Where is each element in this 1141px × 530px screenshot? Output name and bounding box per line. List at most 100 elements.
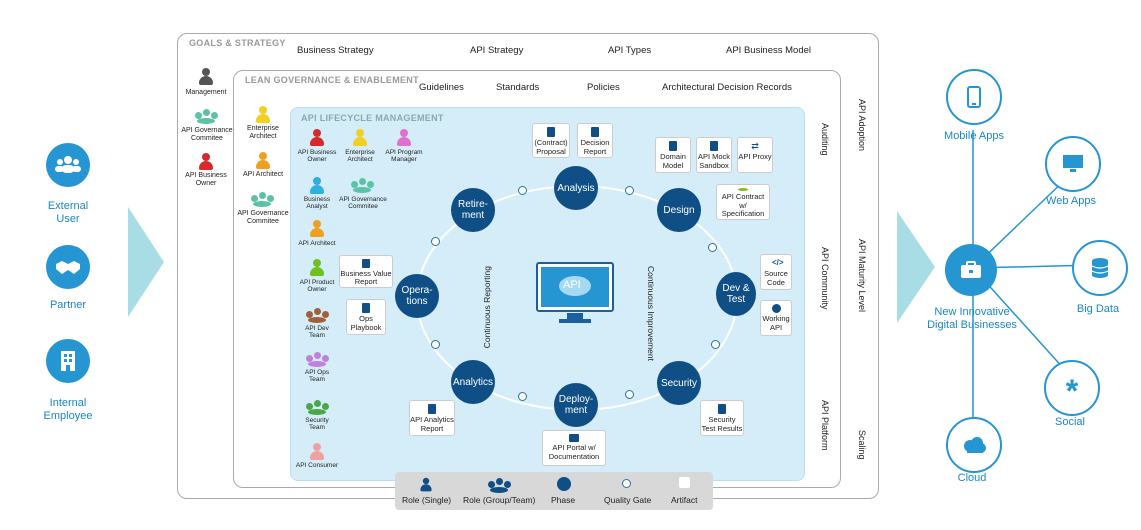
artifact-analytics-report: API Analytics Report <box>409 400 455 436</box>
gov-guidelines: Guidelines <box>419 82 464 93</box>
asterisk-icon: * <box>1065 373 1079 409</box>
legend-role-group-icon <box>488 478 511 494</box>
quality-gate-6 <box>518 392 527 401</box>
lc-ops-team-group <box>306 352 329 368</box>
lc-dev-team-label: API Dev Team <box>305 325 329 340</box>
governance-title: LEAN GOVERNANCE & ENABLEMENT <box>245 75 419 85</box>
legend-quality-gate: Quality Gate <box>604 495 652 505</box>
social-node: * <box>1044 360 1100 416</box>
legend-role-single-icon <box>420 477 433 492</box>
gov-enterprise-architect-role <box>255 106 271 124</box>
big-data-label: Big Data <box>1076 303 1120 315</box>
gov-api-architect-role <box>255 152 271 170</box>
api-center-label: API <box>563 279 581 291</box>
phase-retirement: Retire-ment <box>451 188 495 232</box>
phase-design: Design <box>657 188 701 232</box>
api-platform-label: API Platform <box>820 400 830 451</box>
management-label: Management <box>185 89 227 96</box>
swap-icon: ⇄ <box>751 141 759 151</box>
clipboard-icon <box>718 404 726 414</box>
api-community-label: API Community <box>820 247 830 310</box>
phase-analysis: Analysis <box>554 166 598 210</box>
lc-consumer-role <box>309 443 325 461</box>
artifact-mock-sandbox: API Mock Sandbox <box>696 137 732 173</box>
gov-standards: Standards <box>496 82 540 93</box>
lc-enterprise-architect-label: Enterprise Architect <box>345 149 375 164</box>
goals-business-owner-label: API Business Owner <box>185 172 227 188</box>
gov-api-architect-label: API Architect <box>242 171 284 178</box>
artifact-ops-playbook: Ops Playbook <box>346 299 386 335</box>
phase-dev-test: Dev & Test <box>716 272 756 316</box>
lc-business-analyst-role <box>309 177 325 195</box>
auditing-label: Auditing <box>820 123 830 156</box>
artifact-source-code: </>Source Code <box>760 254 792 290</box>
lc-program-manager-label: API Program Manager <box>385 149 423 164</box>
management-role <box>198 68 214 86</box>
scaling-label: Scaling <box>857 430 867 460</box>
legend-phase: Phase <box>551 495 576 505</box>
monitor-icon <box>1063 155 1083 172</box>
web-apps-node <box>1045 136 1101 192</box>
legend-quality-gate-icon <box>622 479 631 488</box>
mobile-apps-label: Mobile Apps <box>944 130 1004 142</box>
phase-operations: Opera-tions <box>395 274 439 318</box>
lc-governance-group <box>351 178 374 194</box>
web-apps-label: Web Apps <box>1046 195 1096 207</box>
quality-gate-4 <box>711 340 720 349</box>
lc-api-architect-role <box>309 220 325 238</box>
partner-label: Partner <box>49 299 87 311</box>
right-arrow <box>897 211 935 323</box>
artifact-decision-report: Decision Report <box>577 123 613 158</box>
phase-analytics: Analytics <box>451 360 495 404</box>
legend-phase-icon <box>557 477 571 491</box>
legend-artifact: Artifact <box>671 495 698 505</box>
goal-api-business-model: API Business Model <box>726 45 812 56</box>
document-icon <box>591 127 599 137</box>
lc-security-team-label: Security Team <box>305 417 329 432</box>
internal-employee-circle <box>46 339 90 383</box>
lc-security-team-group <box>306 400 329 416</box>
artifact-domain-model: Domain Model <box>655 137 691 173</box>
gov-adr: Architectural Decision Records <box>662 82 792 93</box>
partner-circle <box>46 245 90 289</box>
artifact-security-test: Security Test Results <box>700 400 744 436</box>
api-adoption-label: API Adoption <box>857 99 867 152</box>
phase-security: Security <box>657 361 701 405</box>
legend-role-group: Role (Group/Team) <box>463 495 536 505</box>
users-icon <box>55 156 81 173</box>
external-user-circle <box>46 143 90 187</box>
document-icon <box>547 127 555 137</box>
lc-api-architect-label: API Architect <box>298 240 336 247</box>
goal-api-types: API Types <box>608 45 652 56</box>
internal-employee-label: Internal Employee <box>43 397 93 423</box>
legend-role-single: Role (Single) <box>402 495 452 505</box>
mobile-apps-node <box>946 69 1002 125</box>
quality-gate-1 <box>518 186 527 195</box>
artifact-api-contract: API Contract w/ Specification <box>716 184 770 220</box>
digital-business-label: New Innovative Digital Businesses <box>927 306 1017 332</box>
continuous-reporting-label: Continuous Reporting <box>482 266 492 349</box>
quality-gate-7 <box>431 340 440 349</box>
social-label: Social <box>1055 416 1085 428</box>
goals-governance-label: API Governance Commitee <box>181 127 233 143</box>
artifact-business-value-report: Business Value Report <box>339 255 393 288</box>
window-icon <box>569 434 579 442</box>
artifact-api-portal: API Portal w/ Documentation <box>542 430 606 466</box>
code-icon: </> <box>772 258 784 268</box>
lc-program-manager-role <box>396 129 412 147</box>
document-icon <box>362 259 370 268</box>
lc-governance-label: API Governance Commitee <box>339 196 387 211</box>
document-icon <box>428 404 436 414</box>
handshake-icon <box>56 261 80 274</box>
api-monitor-icon <box>536 262 614 323</box>
goal-business-strategy: Business Strategy <box>297 45 374 56</box>
gov-policies: Policies <box>587 82 620 93</box>
artifact-contract-proposal: (Contract) Proposal <box>532 123 570 158</box>
artifact-working-api: Working API <box>760 300 792 336</box>
quality-gate-2 <box>625 186 634 195</box>
quality-gate-8 <box>431 237 440 246</box>
lc-dev-team-group <box>306 308 329 324</box>
digital-business-hub <box>945 244 997 296</box>
mobile-icon <box>967 86 981 108</box>
lc-product-owner-label: API Product Owner <box>299 279 335 294</box>
